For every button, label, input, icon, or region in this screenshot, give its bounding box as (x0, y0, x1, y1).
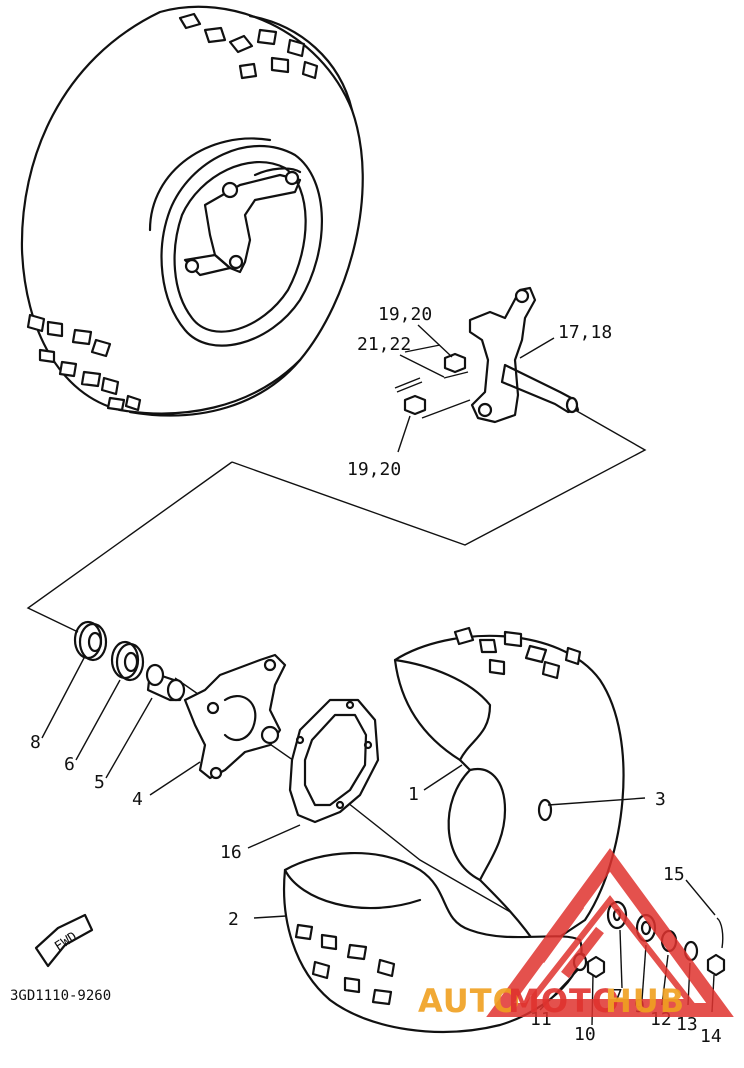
callout-10: 10 (574, 1024, 596, 1045)
callout-4: 4 (132, 789, 143, 810)
callout-15: 15 (663, 864, 685, 885)
lower-tread-top (453, 626, 582, 680)
bearing-6 (110, 640, 145, 682)
callout-19-20-bottom: 19,20 (347, 459, 401, 480)
watermark-text: AUTO MOTO HUB (418, 982, 685, 1020)
watermark-hub: HUB (605, 982, 685, 1020)
callout-1: 1 (408, 784, 419, 805)
assembly-outline (231, 409, 647, 546)
callout-19-20-top: 19,20 (378, 304, 432, 325)
callout-14: 14 (700, 1026, 722, 1047)
guard-16 (288, 698, 380, 824)
watermark-moto: MOTO (508, 982, 620, 1020)
hub-4 (183, 653, 287, 780)
callout-2: 2 (228, 909, 239, 930)
leader-lines (41, 657, 716, 1026)
callout-13: 13 (676, 1014, 698, 1035)
drawing-code: 3GD1110-9260 (10, 988, 111, 1004)
upper-tread-blocks (26, 12, 319, 412)
callout-3: 3 (655, 789, 666, 810)
nut-19-20-lower (403, 394, 427, 416)
callout-16: 16 (220, 842, 242, 863)
tire-1-upper-half (393, 626, 625, 952)
watermark-auto: AUTO (418, 982, 521, 1020)
callout-21-22: 21,22 (357, 334, 411, 355)
callout-17-18: 17,18 (558, 322, 612, 343)
nut-19-20-upper (443, 352, 467, 374)
tire-2-lower-half (283, 851, 583, 1033)
callout-5: 5 (94, 772, 105, 793)
watermark-logo (486, 848, 734, 1017)
lower-tread-bottom (294, 923, 396, 1006)
callout-7: 7 (612, 986, 623, 1007)
callout-8: 8 (30, 732, 41, 753)
callout-6: 6 (64, 754, 75, 775)
steering-knuckle (394, 286, 580, 453)
fwd-arrow-icon: FWD (34, 913, 94, 968)
spacer-5 (145, 663, 186, 702)
bearing-8 (73, 620, 108, 662)
upper-tire (20, 5, 364, 417)
